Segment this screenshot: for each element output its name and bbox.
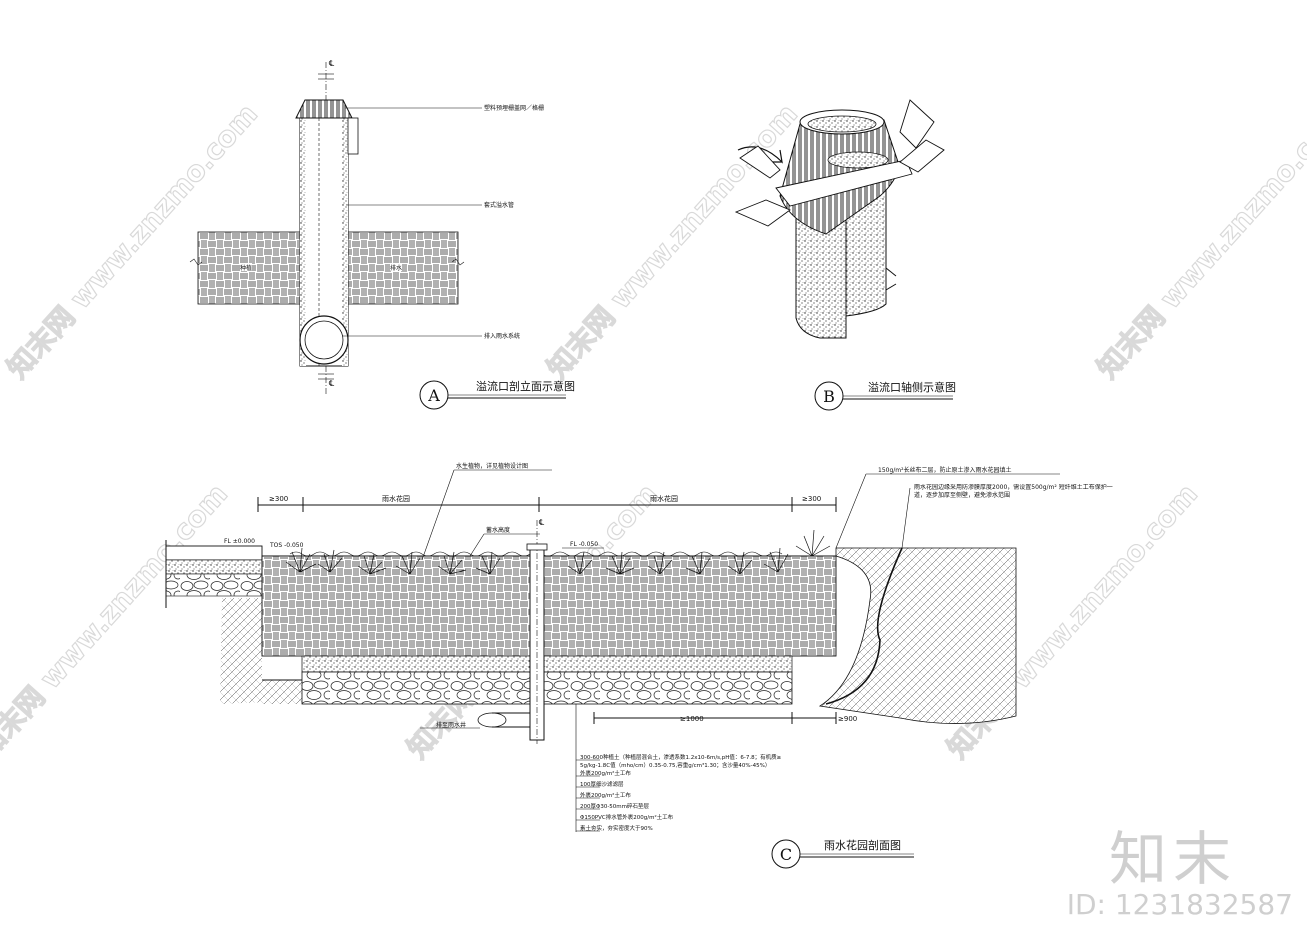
layer-sand: 100厚细沙滤滤层 bbox=[580, 780, 624, 788]
flow-arrow bbox=[734, 199, 791, 227]
natural-soil bbox=[818, 547, 1017, 724]
figure-a-overflow-section: ℄ ℄ 塑料预埋栅盖网／格栅 套式溢水管 排入雨水系统 种植 排水 A 溢流口剖… bbox=[189, 59, 575, 410]
dim-garden-right: 雨水花园 bbox=[650, 494, 678, 503]
figure-marker-c-letter: C bbox=[780, 845, 792, 864]
aquatic-plants bbox=[285, 529, 831, 575]
dim-900: ≥900 bbox=[838, 715, 857, 723]
dim-right-300: ≥300 bbox=[802, 495, 821, 503]
figure-marker-a-letter: A bbox=[427, 386, 440, 405]
label-inner-a: 种植 bbox=[240, 264, 252, 272]
brand-id: ID: 1231832587 bbox=[1066, 888, 1293, 921]
flow-arrow bbox=[899, 99, 935, 149]
layer-planting-soil-spec: 5g/kg-1.8C值（mho/cm）0.35-0.75,容重g/cm³1.30… bbox=[580, 761, 770, 769]
grille-cap bbox=[295, 99, 353, 119]
layer-pvc-pipe: Φ150PVC排水管外裹200g/m²土工布 bbox=[580, 813, 674, 821]
gravel-layer bbox=[301, 671, 793, 705]
dim-garden-left: 雨水花园 bbox=[382, 494, 410, 503]
outlet-pipe bbox=[299, 315, 349, 365]
layer-callouts: 300-600种植土（种植层混合土，渗透系数1.2x10-6m/s,pH值：6-… bbox=[576, 753, 782, 832]
label-drain-system: 排入雨水系统 bbox=[484, 332, 520, 340]
label-grille: 塑料预埋栅盖网／格栅 bbox=[484, 104, 544, 112]
figure-b-overflow-axonometric: B 溢流口轴侧示意图 bbox=[734, 99, 956, 411]
level-fl-left: FL ±0.000 bbox=[224, 538, 255, 545]
label-inner-b: 排水 bbox=[390, 264, 402, 272]
layer-geotextile-2: 外裹200g/m²土工布 bbox=[580, 791, 631, 799]
layer-planting-soil: 300-600种植土（种植层混合土，渗透系数1.2x10-6m/s,pH值：6-… bbox=[580, 753, 782, 761]
watermark: 知末网 www.znzmo.com bbox=[1091, 97, 1307, 384]
figure-a-caption: 溢流口剖立面示意图 bbox=[476, 379, 575, 393]
centerline-mark-c: ℄ bbox=[539, 518, 545, 527]
note-aquatic-plants: 水生植物，详见植物设计图 bbox=[456, 462, 528, 470]
brand-logo: 知末 bbox=[1108, 825, 1237, 893]
note-membrane: 雨水花园边缘采用防渗膜厚度2000，需设置500g/m² 短纤维土工布保护一道，… bbox=[914, 484, 1113, 499]
sand-filter bbox=[301, 655, 793, 673]
label-overflow-pipe: 套式溢水管 bbox=[484, 201, 514, 209]
centerline-mark-bottom: ℄ bbox=[329, 379, 335, 388]
note-geotextile: 150g/m²长丝布二层，防止原土渗入雨水花园填土 bbox=[878, 466, 1012, 474]
level-fl-mid: FL -0.050 bbox=[570, 541, 598, 548]
watermark: 知末网 www.znzmo.com bbox=[541, 97, 804, 384]
figure-b-caption: 溢流口轴侧示意图 bbox=[868, 380, 956, 394]
dim-left-300: ≥300 bbox=[269, 495, 288, 503]
geomembrane-edge bbox=[825, 547, 903, 705]
centerline-mark-top: ℄ bbox=[329, 59, 335, 68]
figure-c-rain-garden-section: ≥300 雨水花园 雨水花园 ≥300 FL ±0.000 bbox=[165, 462, 1113, 869]
flow-arrow bbox=[899, 139, 945, 173]
level-tos: TOS -0.050 bbox=[269, 542, 304, 549]
watermark: 知末网 www.znzmo.com bbox=[0, 477, 234, 764]
dim-1000: ≥1000 bbox=[680, 715, 704, 723]
layer-geotextile-1: 外裹200g/m²土工布 bbox=[580, 769, 631, 777]
layer-gravel: 200厚Φ30-50mm碎石垫层 bbox=[580, 802, 650, 810]
label-drain-to-well: 排至雨水井 bbox=[436, 721, 466, 729]
figure-marker-b-letter: B bbox=[823, 387, 835, 406]
layer-compacted-soil: 素土夯实，夯实密度大于90% bbox=[580, 824, 653, 832]
figure-c-caption: 雨水花园剖面图 bbox=[824, 838, 901, 852]
drain-pipe bbox=[477, 712, 507, 728]
note-water-level: 蓄水高度 bbox=[486, 526, 510, 534]
planting-soil bbox=[261, 555, 837, 657]
